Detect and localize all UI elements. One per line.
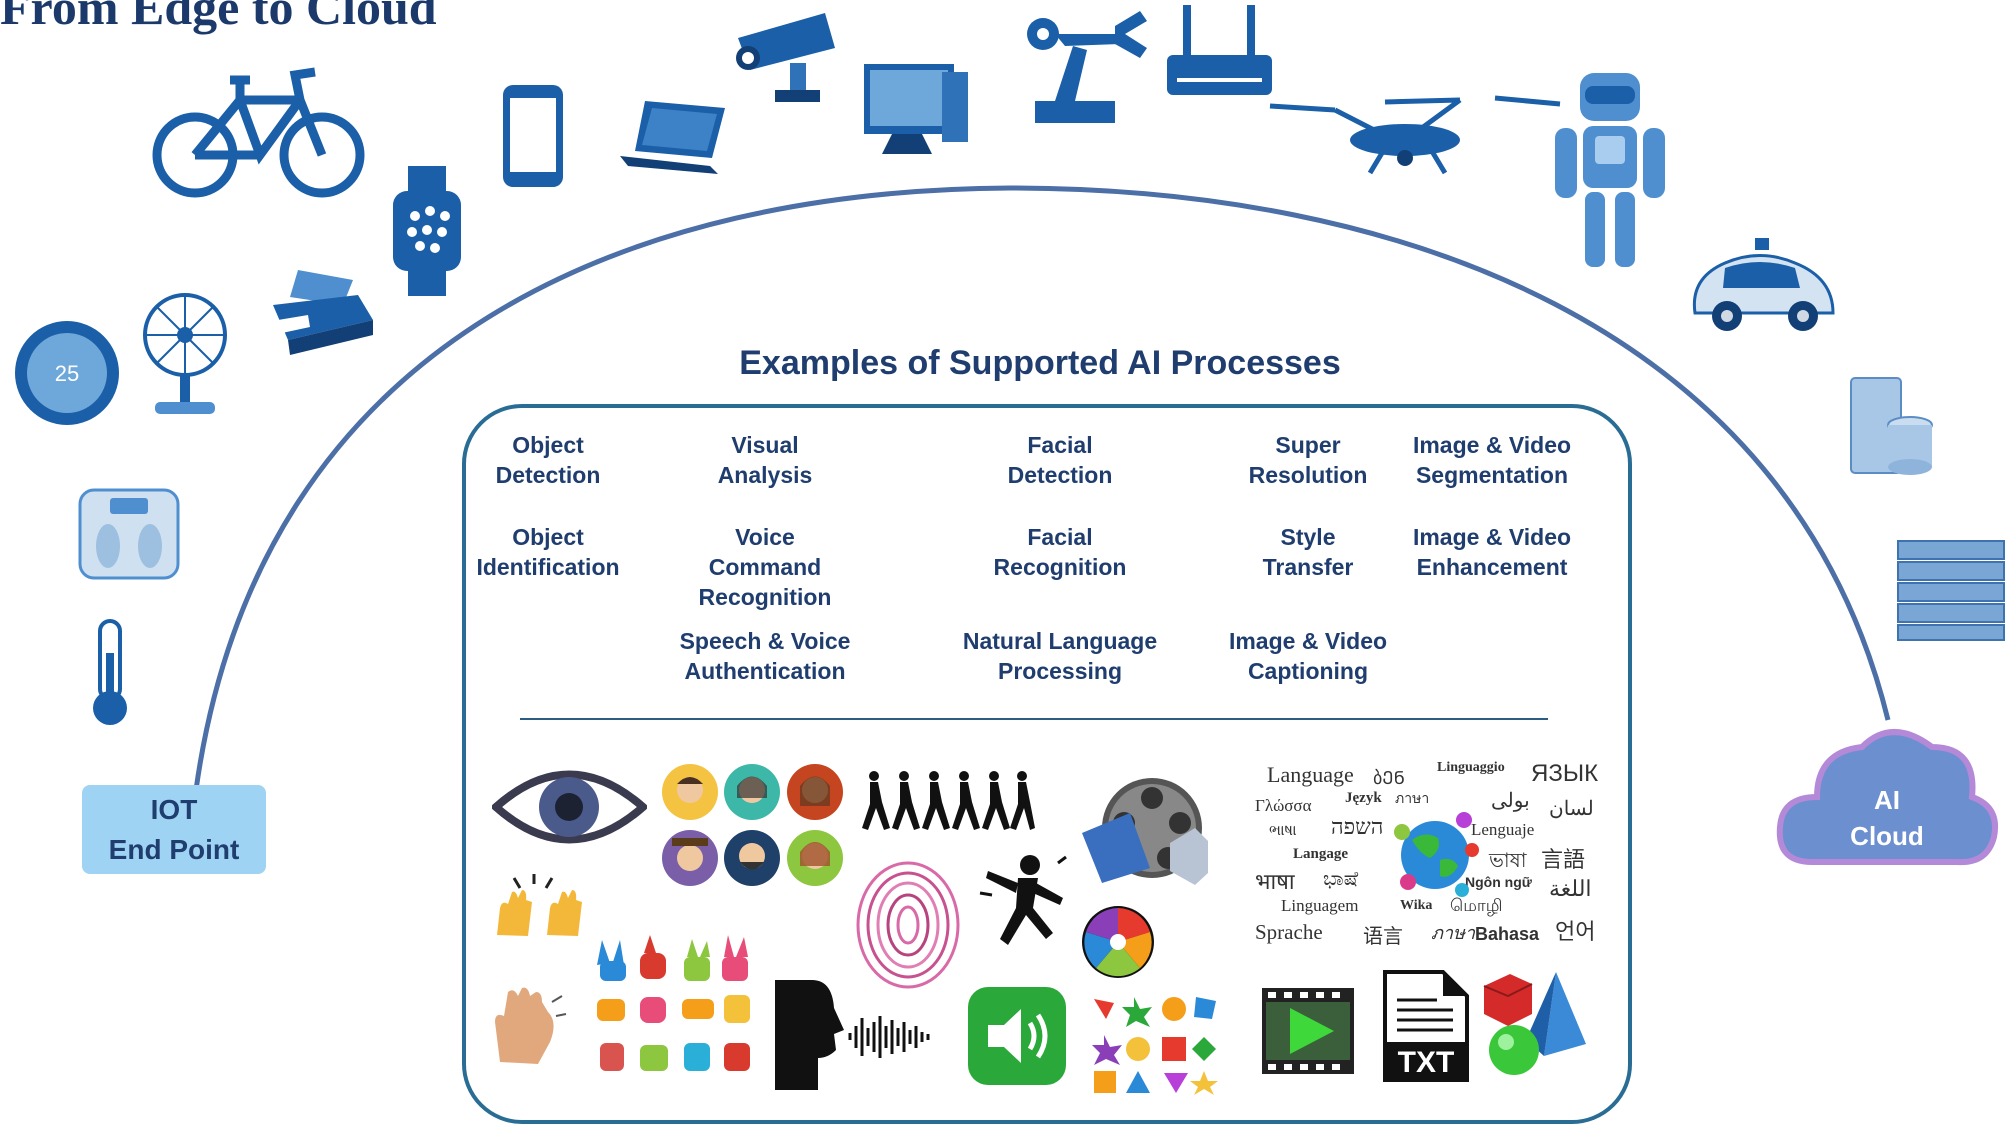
- printer-icon: [273, 270, 373, 355]
- humanoid-robot-icon: [1555, 73, 1665, 267]
- self-driving-car-icon: [1692, 238, 1835, 331]
- 3d-shapes-icon: [1483, 972, 1586, 1075]
- drone-icon: [1269, 95, 1561, 175]
- fan-icon: [143, 293, 227, 414]
- process-object-identification: Object Identification: [476, 524, 620, 580]
- svg-text:TXT: TXT: [1398, 1046, 1455, 1079]
- smartwatch-icon: [393, 166, 461, 296]
- bicycle-icon: [152, 67, 365, 198]
- server-database-icon: [1850, 377, 1933, 475]
- process-style-transfer: Style Transfer: [1262, 524, 1354, 580]
- process-object-detection: Object Detection: [495, 432, 601, 488]
- process-natural-language-processing: Natural Language Processing: [962, 628, 1158, 684]
- iot-end-point-label: IOT End Point: [82, 785, 266, 874]
- server-rack-icon: [1897, 540, 2005, 641]
- video-play-icon: [1262, 988, 1354, 1074]
- page-title: From Edge to Cloud: [0, 0, 437, 35]
- router-icon: [1167, 5, 1272, 95]
- fingerprint-icon: [856, 861, 960, 989]
- process-image-video-enhancement: Image & Video Enhancement: [1412, 524, 1572, 580]
- speaking-head-icon: [775, 980, 930, 1090]
- laptop-icon: [620, 101, 725, 174]
- hand-gestures-icon: [497, 874, 582, 936]
- smartphone-icon: [503, 85, 563, 187]
- hand-gestures-icon: [495, 987, 567, 1064]
- process-super-resolution: Super Resolution: [1248, 432, 1368, 488]
- speaker-button-icon: [968, 987, 1066, 1085]
- ai-cloud-label: AI Cloud: [1850, 785, 1924, 851]
- thermometer-icon: [93, 619, 127, 725]
- panel-title: Examples of Supported AI Processes: [739, 344, 1341, 382]
- colored-shapes-icon: [1092, 997, 1218, 1095]
- film-reel-speaker-icon: [1082, 778, 1208, 885]
- running-people-icon: [862, 771, 1035, 830]
- language-globe-icon: [1394, 812, 1479, 897]
- process-visual-analysis: Visual Analysis: [717, 432, 813, 488]
- eye-icon: [492, 770, 647, 844]
- process-facial-detection: Facial Detection: [1007, 432, 1113, 488]
- dancing-person-icon: [979, 855, 1067, 945]
- process-image-video-captioning: Image & Video Captioning: [1228, 628, 1388, 684]
- hand-gestures-icon: [597, 935, 750, 1071]
- process-voice-command-recognition: Voice Command Recognition: [698, 524, 832, 610]
- process-image-video-segmentation: Image & Video Segmentation: [1412, 432, 1572, 488]
- process-facial-recognition: Facial Recognition: [993, 524, 1127, 580]
- thermostat-icon: 25: [15, 321, 119, 425]
- security-camera-icon: [736, 13, 835, 102]
- cloud-icon: [1776, 729, 1998, 866]
- panel-divider: [520, 718, 1548, 720]
- svg-text:25: 25: [55, 361, 79, 386]
- robot-arm-icon: [1027, 11, 1147, 123]
- txt-file-icon: TXT: [1383, 970, 1469, 1082]
- bathroom-scale-icon: [78, 488, 180, 580]
- color-wheel-icon: [1082, 906, 1154, 978]
- avatar-group-icon: [662, 764, 843, 886]
- desktop-monitor-icon: [864, 64, 968, 154]
- language-word-cloud: Language ბᲔᲜ Linguaggio ЯЗЫК Γλώσσα Języ…: [1255, 760, 1599, 948]
- process-speech-voice-authentication: Speech & Voice Authentication: [679, 628, 851, 684]
